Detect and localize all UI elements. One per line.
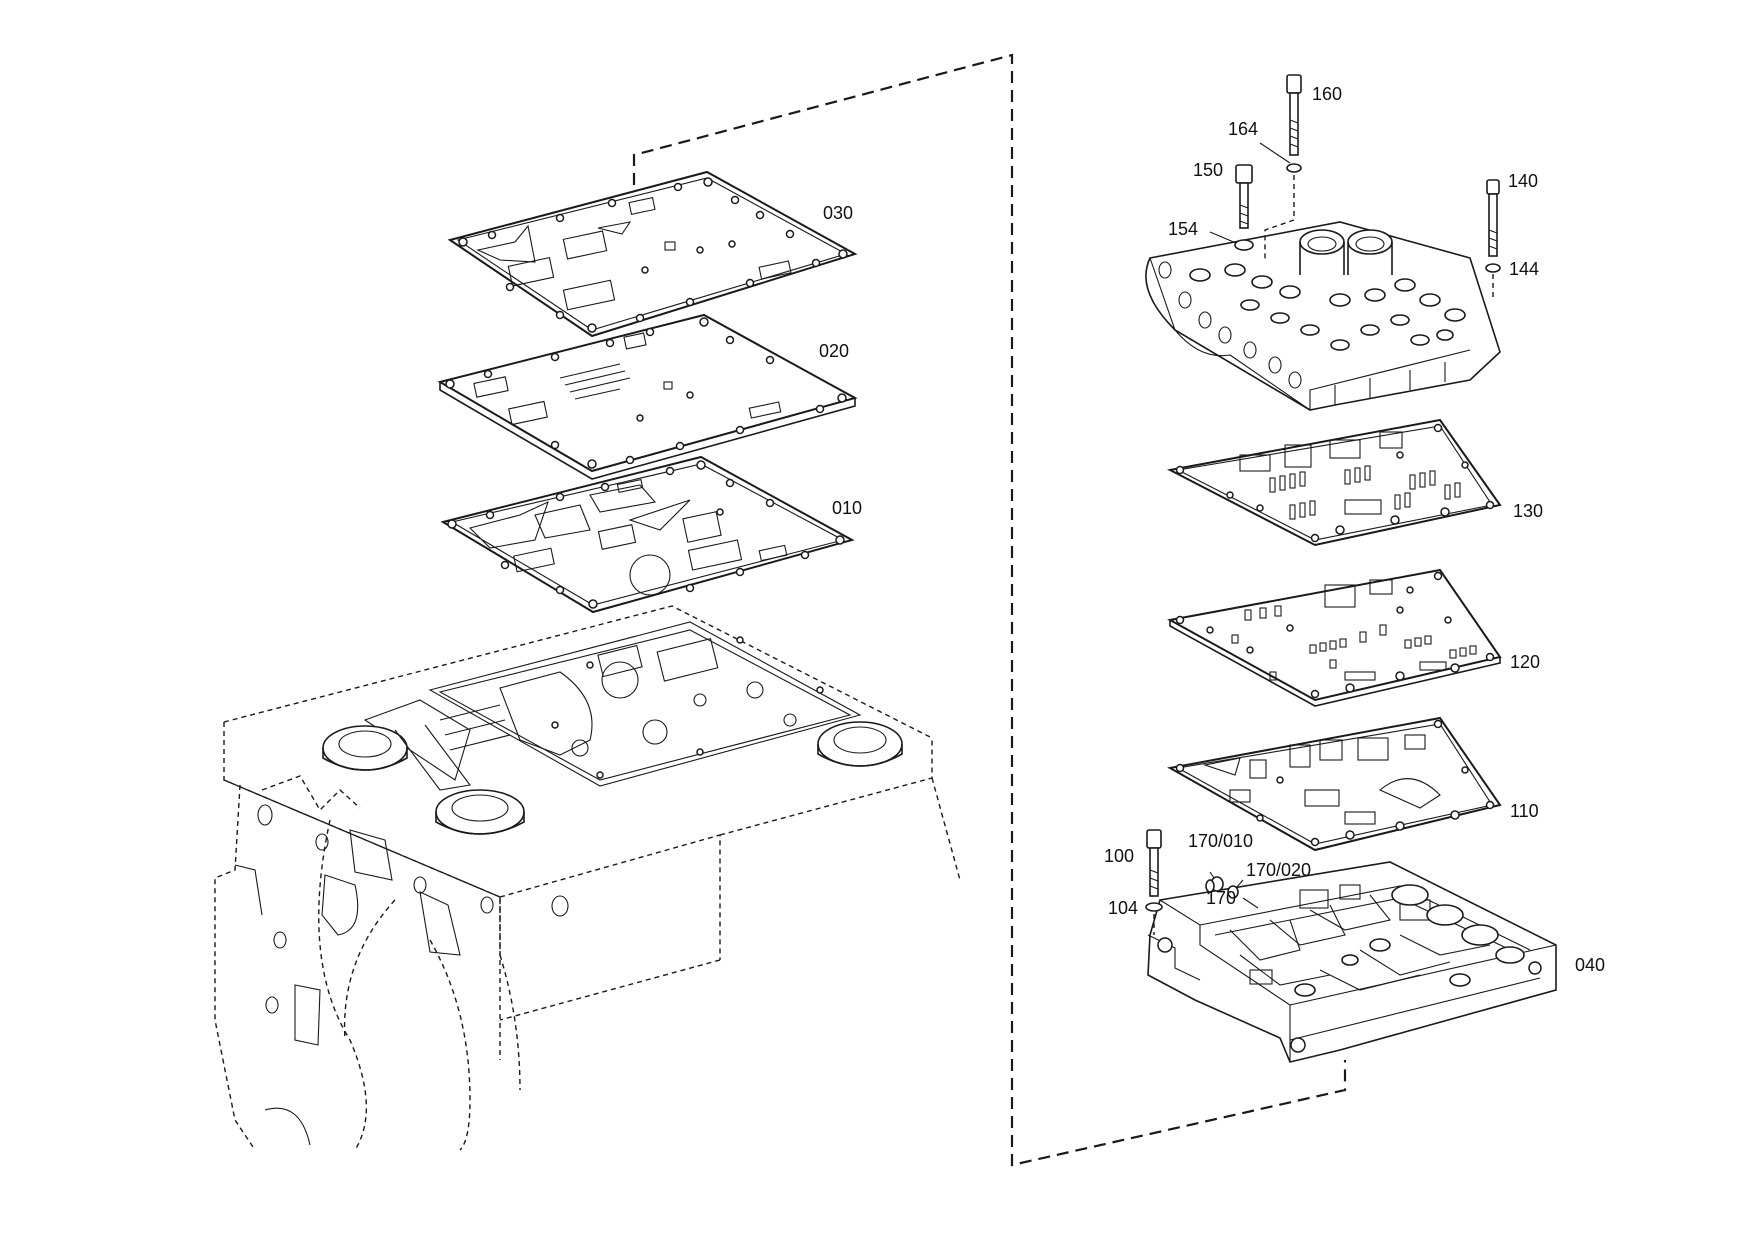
o-ring-170-020 — [1227, 885, 1239, 899]
callout-040: 040 — [1575, 955, 1605, 975]
callout-110: 110 — [1510, 801, 1539, 821]
assembly-dashed-frame — [632, 53, 1347, 1167]
callout-170-020: 170/020 — [1246, 860, 1311, 880]
housing-spool-bores — [1294, 884, 1525, 997]
bolt-140 — [1486, 179, 1500, 257]
callout-104: 104 — [1108, 898, 1138, 918]
callout-120: 120 — [1510, 652, 1540, 672]
valve-body-bosses — [1189, 263, 1466, 351]
gasket-plate-130 — [1166, 418, 1502, 547]
callout-labels: 030 020 010 160 164 150 140 154 144 130 … — [819, 84, 1605, 975]
callout-170: 170 — [1206, 888, 1236, 908]
callout-020: 020 — [819, 341, 849, 361]
callout-170-010: 170/010 — [1188, 831, 1253, 851]
callout-030: 030 — [823, 203, 853, 223]
plate-110-holes — [1175, 719, 1495, 847]
plate-030-holes — [458, 177, 848, 333]
gasket-plate-110 — [1167, 716, 1502, 852]
plug-170-010 — [1205, 876, 1224, 893]
callout-130: 130 — [1513, 501, 1543, 521]
valve-housing-040 — [1147, 861, 1557, 1063]
bolt-150 — [1235, 164, 1253, 229]
plate-130-slots — [1239, 431, 1461, 520]
callout-150: 150 — [1193, 160, 1223, 180]
washer-144 — [1485, 263, 1501, 300]
leader-lines-lower — [1209, 871, 1259, 909]
callout-154: 154 — [1168, 219, 1198, 239]
bolt-160 — [1286, 74, 1302, 156]
callout-164: 164 — [1228, 119, 1258, 139]
intermediate-plate-120 — [1167, 568, 1502, 707]
callout-144: 144 — [1509, 259, 1539, 279]
callout-140: 140 — [1508, 171, 1538, 191]
leader-lines-upper — [1209, 142, 1291, 244]
washer-154 — [1234, 239, 1254, 251]
plate-020-holes — [445, 317, 847, 469]
gasket-plate-030 — [447, 170, 858, 338]
gasket-plate-010 — [440, 455, 855, 614]
intermediate-plate-020 — [437, 313, 858, 480]
callout-160: 160 — [1312, 84, 1342, 104]
washer-104 — [1145, 902, 1163, 935]
washer-164 — [1264, 163, 1302, 262]
plate-120-holes — [1175, 571, 1495, 699]
transmission-housing — [214, 605, 961, 1151]
bolt-100 — [1146, 829, 1162, 897]
plate-010-holes — [447, 460, 845, 609]
callout-100: 100 — [1104, 846, 1134, 866]
housing-channels — [1229, 884, 1491, 991]
upper-valve-body — [1145, 221, 1501, 411]
plate-130-holes — [1175, 423, 1495, 543]
callout-010: 010 — [832, 498, 862, 518]
